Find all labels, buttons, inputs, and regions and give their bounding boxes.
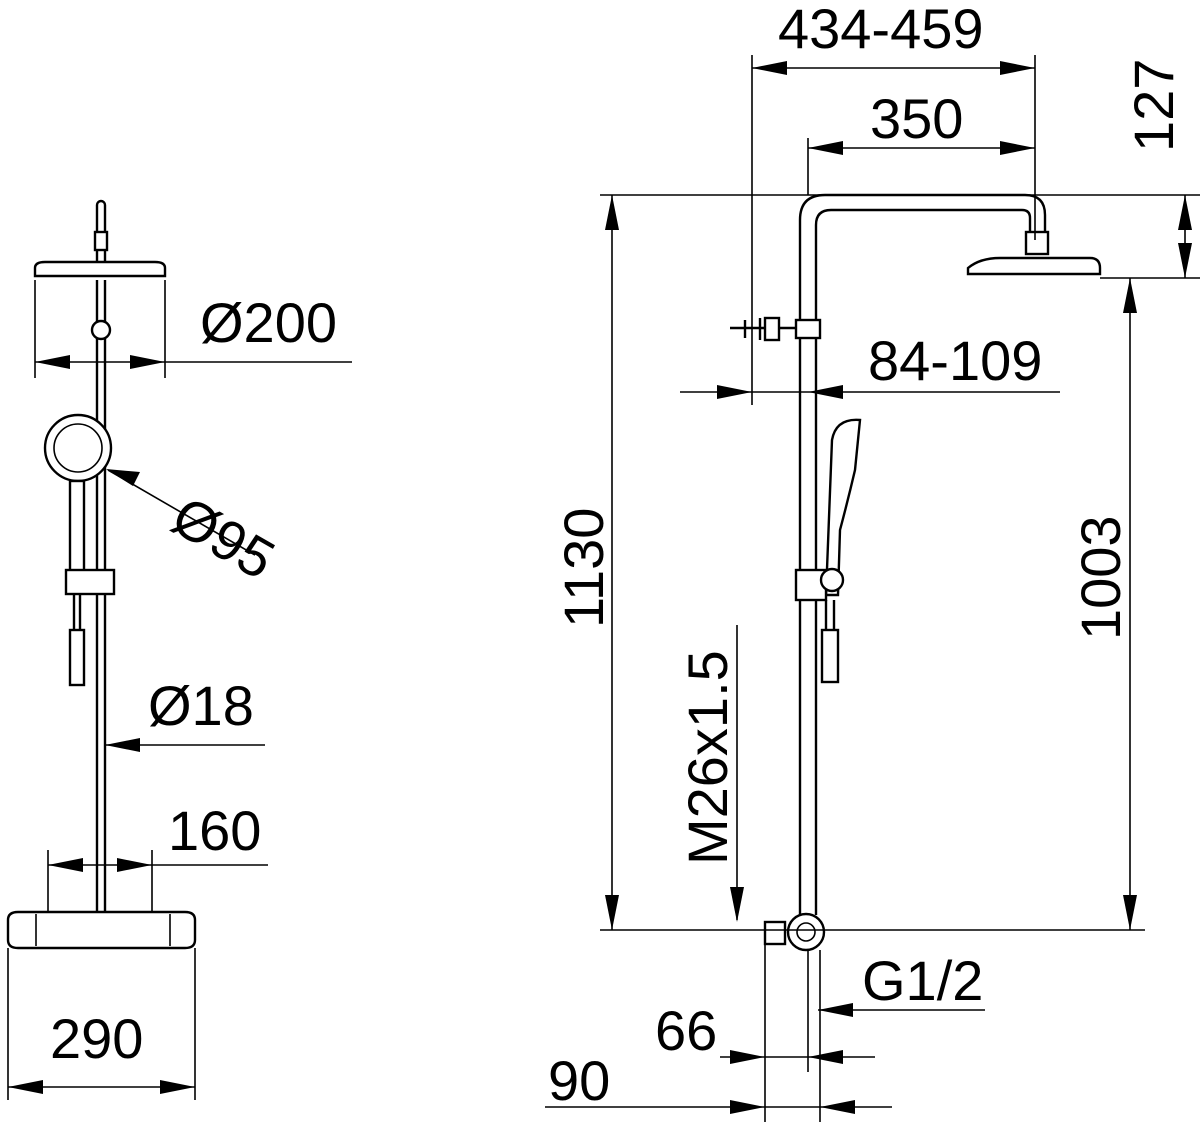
hand-shower <box>43 413 113 483</box>
mixer-side <box>786 912 826 952</box>
front-view: Ø200 Ø95 Ø18 160 290 <box>6 199 352 1100</box>
label-hand-shower-diameter: Ø95 <box>162 484 285 591</box>
head-shower <box>33 260 167 278</box>
mixer-inlet <box>763 920 787 946</box>
label-total-height: 1130 <box>552 508 615 628</box>
top-pipe <box>95 199 107 262</box>
head-shower-side <box>966 256 1102 276</box>
thermostat-body <box>6 910 197 950</box>
bracket-clamp <box>794 318 822 340</box>
label-depth-66: 66 <box>655 999 717 1062</box>
head-joint-side <box>1024 230 1050 256</box>
label-arm-length: 350 <box>870 87 963 150</box>
rod-bracket <box>90 319 112 341</box>
wall-bracket <box>730 318 796 340</box>
label-head-diameter: Ø200 <box>200 291 337 354</box>
hand-shower-handle <box>68 479 86 573</box>
label-rod-spacing: 160 <box>168 799 261 862</box>
head-joint <box>93 230 109 252</box>
label-inlet: G1/2 <box>862 949 983 1012</box>
label-mixer-width: 290 <box>50 1007 143 1070</box>
hose-end-side <box>820 628 840 684</box>
hand-shower-side <box>824 418 862 597</box>
side-view: 434-459 350 127 1130 1003 84-109 M26x1.5 <box>545 0 1200 1122</box>
label-head-drop: 127 <box>1122 59 1185 152</box>
label-depth-90: 90 <box>548 1049 610 1112</box>
hose-end <box>68 628 86 687</box>
label-rod-diameter: Ø18 <box>148 674 254 737</box>
slider <box>64 568 116 596</box>
label-head-height: 1003 <box>1069 515 1132 640</box>
label-arm-reach: 434-459 <box>778 0 984 60</box>
label-wall-distance: 84-109 <box>868 329 1042 392</box>
label-thread: M26x1.5 <box>676 650 739 865</box>
arm-inner <box>814 208 1032 915</box>
